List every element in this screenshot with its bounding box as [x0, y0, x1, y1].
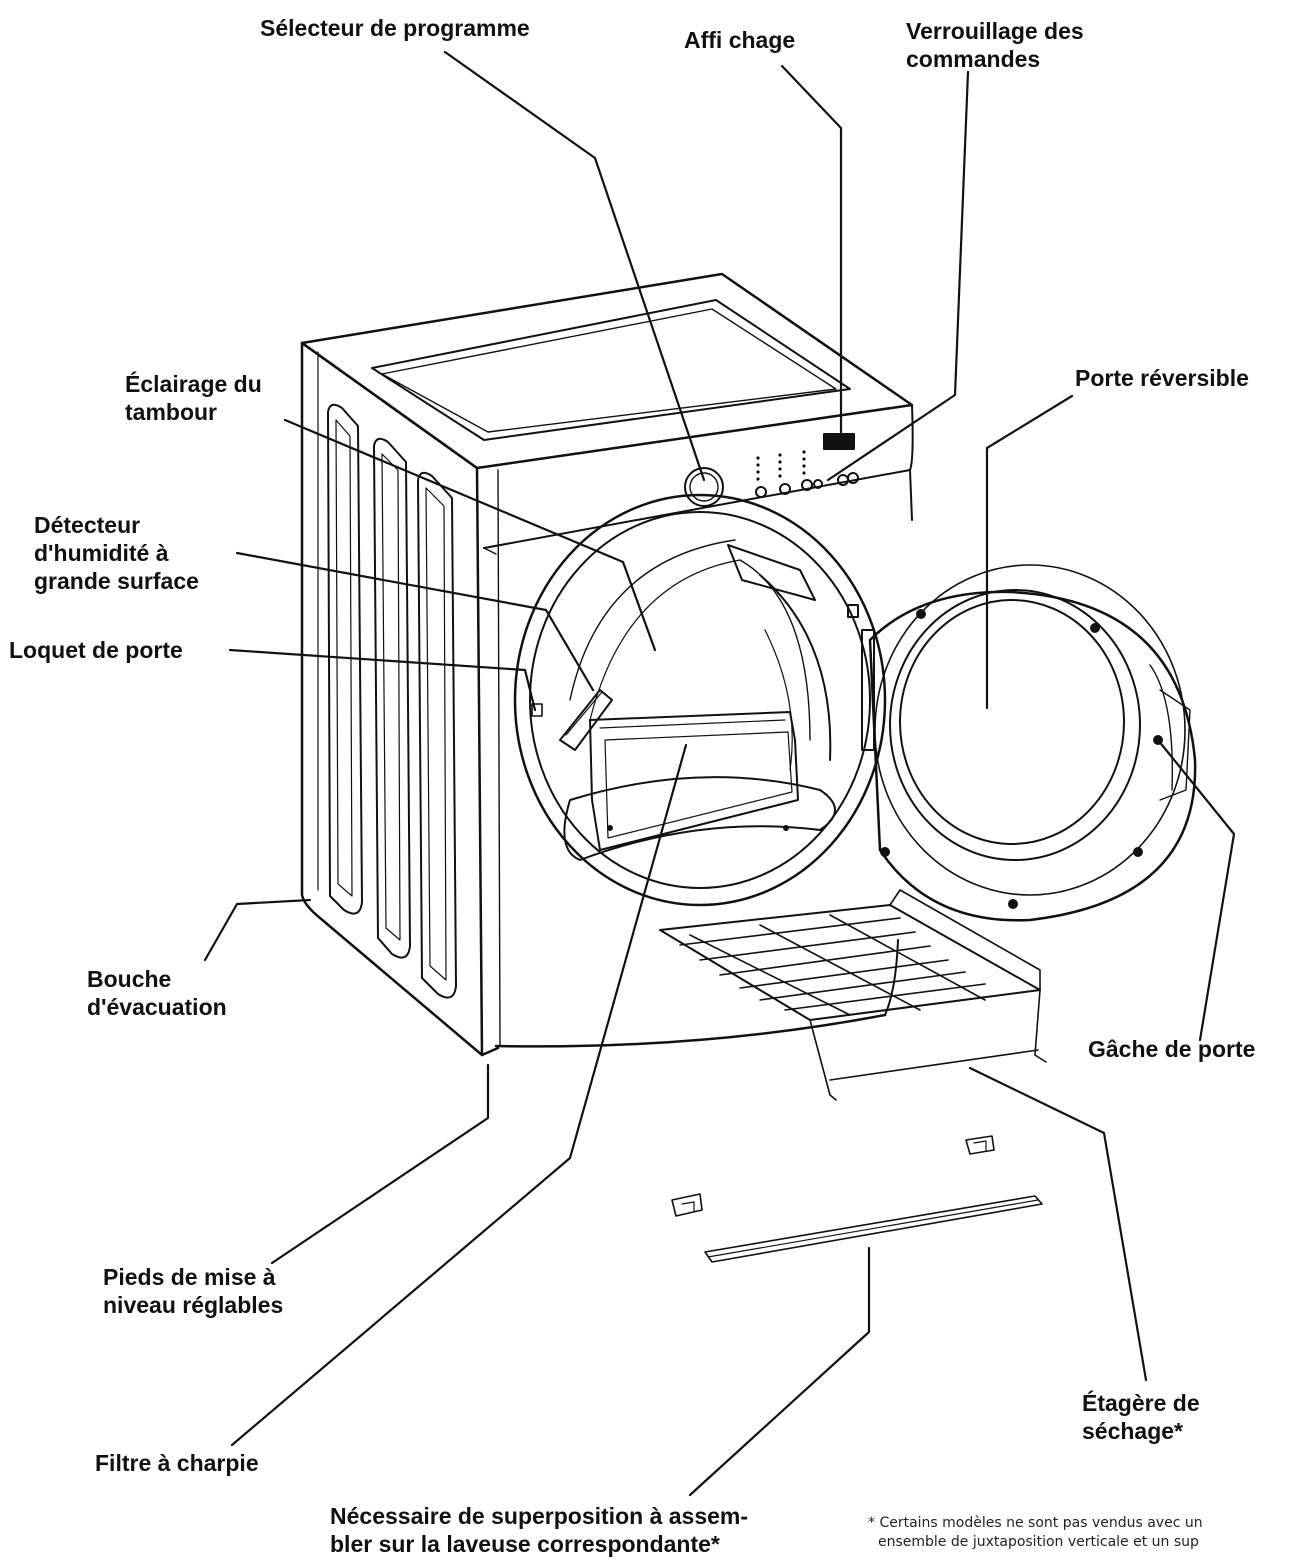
leader-display	[780, 64, 843, 439]
label-drying-rack: Étagère de séchage*	[1082, 1389, 1200, 1445]
reversible-door	[868, 564, 1197, 922]
control-panel	[684, 433, 859, 507]
label-program-selector-text: Sélecteur de programme	[260, 15, 530, 41]
label-leveling-legs-line1: Pieds de mise à	[103, 1264, 276, 1290]
footnote-line2: ensemble de juxtaposition verticale et u…	[878, 1534, 1199, 1550]
leader-door-strike	[1156, 738, 1236, 1042]
label-exhaust-line1: Bouche	[87, 966, 172, 992]
label-drying-rack-line1: Étagère de	[1082, 1390, 1200, 1416]
label-display-text: Affi chage	[684, 27, 796, 53]
label-stacking-kit-line1: Nécessaire de superposition à assem-	[330, 1503, 749, 1529]
label-door-strike-text: Gâche de porte	[1088, 1036, 1256, 1062]
label-drum-light-line1: Éclairage du	[125, 371, 262, 397]
leader-door-latch	[228, 648, 537, 712]
footnote: * Certains modèles ne sont pas vendus av…	[868, 1514, 1203, 1552]
label-reversible-door-text: Porte réversible	[1075, 365, 1249, 391]
leader-drying-rack	[968, 1066, 1148, 1382]
label-leveling-legs-line2: niveau réglables	[103, 1292, 284, 1318]
label-drying-rack-line2: séchage*	[1082, 1418, 1184, 1444]
footnote-line1: * Certains modèles ne sont pas vendus av…	[868, 1515, 1203, 1531]
label-lint-filter: Filtre à charpie	[95, 1449, 259, 1477]
label-display: Affi chage	[684, 26, 795, 54]
leader-moisture-sensor	[235, 551, 595, 692]
label-control-lock-line2: commandes	[906, 46, 1041, 72]
leader-drum-light	[283, 418, 657, 652]
leader-lines	[203, 50, 1236, 1497]
label-door-latch: Loquet de porte	[9, 636, 183, 664]
cabinet-side	[300, 341, 484, 1057]
cabinet-front	[475, 404, 914, 1057]
drying-rack	[659, 889, 1047, 1101]
label-exhaust-line2: d'évacuation	[87, 994, 227, 1020]
leader-program-selector	[443, 50, 706, 482]
label-reversible-door: Porte réversible	[1075, 364, 1249, 392]
drum-opening	[513, 493, 887, 907]
label-stacking-kit-line2: bler sur la laveuse correspondante*	[330, 1531, 720, 1557]
label-drum-light-line2: tambour	[125, 399, 217, 425]
label-door-latch-text: Loquet de porte	[9, 637, 183, 663]
leader-lint-filter	[230, 743, 688, 1447]
leader-reversible-door	[985, 394, 1074, 710]
label-moisture-sensor-line3: grande surface	[34, 568, 199, 594]
label-program-selector: Sélecteur de programme	[260, 14, 530, 42]
leader-control-lock	[826, 70, 970, 482]
label-moisture-sensor-line1: Détecteur	[34, 512, 141, 538]
label-control-lock-line1: Verrouillage des	[906, 18, 1084, 44]
label-exhaust: Bouche d'évacuation	[87, 965, 227, 1021]
label-lint-filter-text: Filtre à charpie	[95, 1450, 259, 1476]
label-moisture-sensor: Détecteur d'humidité à grande surface	[34, 511, 199, 595]
label-drum-light: Éclairage du tambour	[125, 370, 262, 426]
stacking-kit	[671, 1135, 1043, 1263]
leader-stacking-kit	[688, 1246, 871, 1497]
label-leveling-legs: Pieds de mise à niveau réglables	[103, 1263, 283, 1319]
label-moisture-sensor-line2: d'humidité à	[34, 540, 169, 566]
label-door-strike: Gâche de porte	[1088, 1035, 1255, 1063]
leader-exhaust	[203, 898, 312, 962]
leader-leveling-legs	[270, 1063, 490, 1265]
label-stacking-kit: Nécessaire de superposition à assem- ble…	[330, 1502, 748, 1558]
cabinet-top	[300, 272, 914, 470]
label-control-lock: Verrouillage des commandes	[906, 17, 1084, 73]
